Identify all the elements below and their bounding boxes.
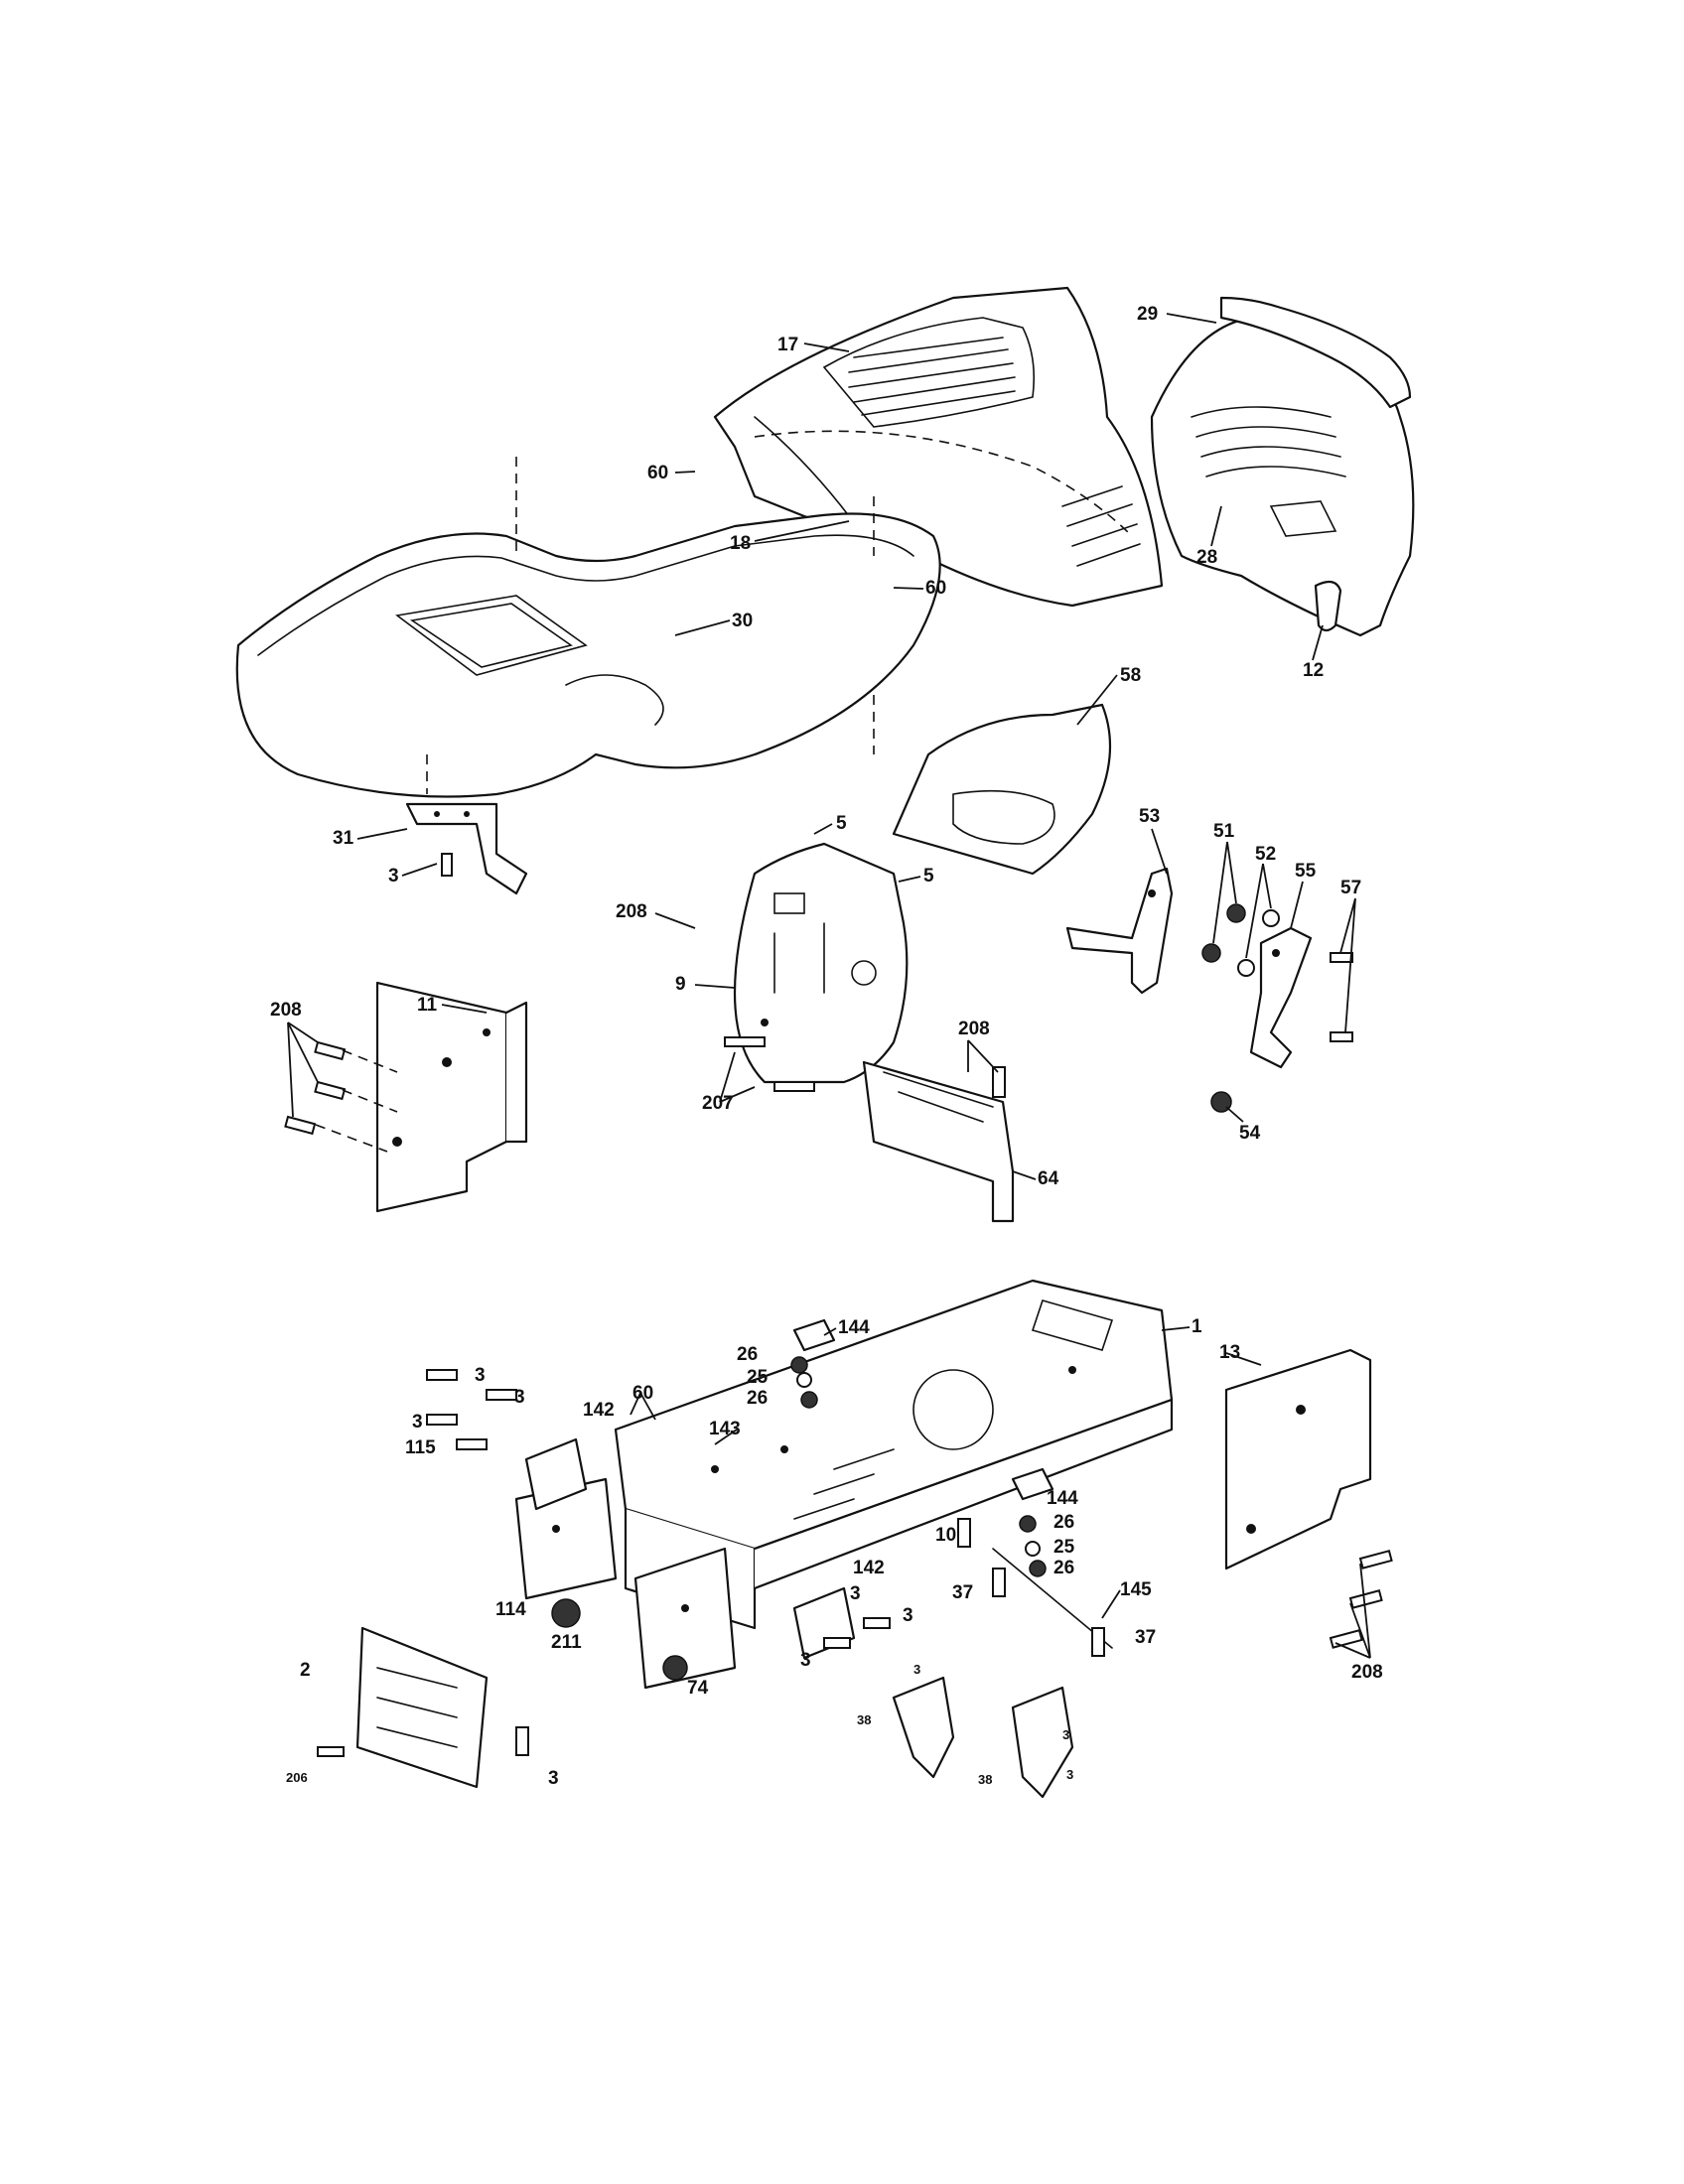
side-panel-11-part xyxy=(375,981,528,1213)
bolts-208-right xyxy=(1329,1550,1393,1649)
side-panel-13-part xyxy=(1224,1348,1372,1570)
callout-9: 9 xyxy=(675,974,686,995)
bolts-207 xyxy=(724,1036,815,1092)
dash-panel-part xyxy=(733,842,909,1084)
dash-shield-part xyxy=(892,703,1112,876)
callout-28: 28 xyxy=(1196,547,1217,568)
callout-26d: 26 xyxy=(1053,1558,1074,1578)
callout-145: 145 xyxy=(1120,1579,1152,1600)
bolts-208-left xyxy=(284,1040,398,1153)
callout-3h: 3 xyxy=(913,1662,920,1677)
callout-25b: 25 xyxy=(1053,1537,1075,1558)
callout-3d: 3 xyxy=(412,1412,423,1433)
callout-3b: 3 xyxy=(475,1365,486,1386)
callout-208c: 208 xyxy=(270,1000,302,1021)
callout-29: 29 xyxy=(1137,304,1158,325)
callout-3k: 3 xyxy=(548,1768,559,1789)
callout-143: 143 xyxy=(709,1419,741,1439)
callout-31: 31 xyxy=(333,828,354,849)
callout-208d: 208 xyxy=(1351,1662,1383,1683)
leader-lines xyxy=(287,313,1371,1659)
callout-207: 207 xyxy=(702,1093,734,1114)
callout-37a: 37 xyxy=(952,1582,973,1603)
bracket-144-part xyxy=(792,1318,1054,1501)
bracket-53-part xyxy=(1065,867,1174,995)
front-bracket-part xyxy=(862,1060,1015,1223)
callout-3i: 3 xyxy=(1062,1727,1069,1742)
callout-144b: 144 xyxy=(1047,1488,1078,1509)
callout-30: 30 xyxy=(732,611,753,631)
fender-bracket-part xyxy=(405,802,528,895)
callout-3f: 3 xyxy=(903,1605,913,1626)
callout-206: 206 xyxy=(286,1770,308,1785)
callout-3c: 3 xyxy=(514,1387,525,1408)
callout-55: 55 xyxy=(1295,861,1317,882)
callout-17: 17 xyxy=(777,335,798,355)
bumper-plate-part xyxy=(355,1626,489,1789)
callout-211: 211 xyxy=(551,1632,582,1653)
callout-60c: 60 xyxy=(632,1383,653,1404)
axle-plate-right-part xyxy=(633,1547,737,1690)
callout-114: 114 xyxy=(495,1599,526,1620)
callout-64: 64 xyxy=(1038,1168,1059,1189)
callout-1: 1 xyxy=(1192,1316,1202,1337)
callout-26a: 26 xyxy=(737,1344,758,1365)
callout-208b: 208 xyxy=(958,1019,990,1039)
callout-74: 74 xyxy=(687,1678,709,1699)
callout-3g: 3 xyxy=(800,1650,811,1671)
bracket-55-part xyxy=(1249,926,1313,1069)
callout-13: 13 xyxy=(1219,1342,1240,1363)
callout-labels: 17 29 60 18 28 60 30 12 58 31 3 5 5 208 … xyxy=(270,304,1383,1789)
hardware-group-2 xyxy=(317,1356,1105,1757)
main-frame-part xyxy=(614,1279,1174,1630)
callout-142a: 142 xyxy=(583,1400,615,1421)
callout-142b: 142 xyxy=(853,1558,885,1578)
callout-3e: 3 xyxy=(850,1583,861,1604)
callout-53: 53 xyxy=(1139,806,1160,827)
fender-part xyxy=(235,457,941,798)
bracket-38-left-part xyxy=(892,1676,955,1779)
callout-5b: 5 xyxy=(923,866,934,887)
callout-26b: 26 xyxy=(747,1388,768,1409)
callout-18: 18 xyxy=(730,533,751,554)
callout-11: 11 xyxy=(417,995,438,1016)
callout-54: 54 xyxy=(1239,1123,1261,1144)
callout-25a: 25 xyxy=(747,1367,769,1388)
callout-60b: 60 xyxy=(925,578,946,599)
callout-57: 57 xyxy=(1340,878,1361,898)
callout-38b: 38 xyxy=(978,1772,992,1787)
callout-2: 2 xyxy=(300,1660,311,1681)
grille-part xyxy=(1150,296,1415,637)
callout-37b: 37 xyxy=(1135,1627,1156,1648)
callout-208a: 208 xyxy=(616,901,647,922)
callout-26c: 26 xyxy=(1053,1512,1074,1533)
callout-38a: 38 xyxy=(857,1712,871,1727)
callout-52: 52 xyxy=(1255,844,1276,865)
bracket-38-right-part xyxy=(1011,1686,1074,1799)
callout-3j: 3 xyxy=(1066,1767,1073,1782)
callout-60a: 60 xyxy=(647,463,668,483)
lens-part xyxy=(1314,580,1342,632)
callout-10: 10 xyxy=(935,1525,956,1546)
callout-51: 51 xyxy=(1213,821,1235,842)
callout-144a: 144 xyxy=(838,1317,870,1338)
callout-58: 58 xyxy=(1120,665,1141,686)
callout-115: 115 xyxy=(405,1437,436,1458)
callout-5a: 5 xyxy=(836,813,847,834)
callout-12: 12 xyxy=(1303,660,1324,681)
callout-3a: 3 xyxy=(388,866,399,887)
